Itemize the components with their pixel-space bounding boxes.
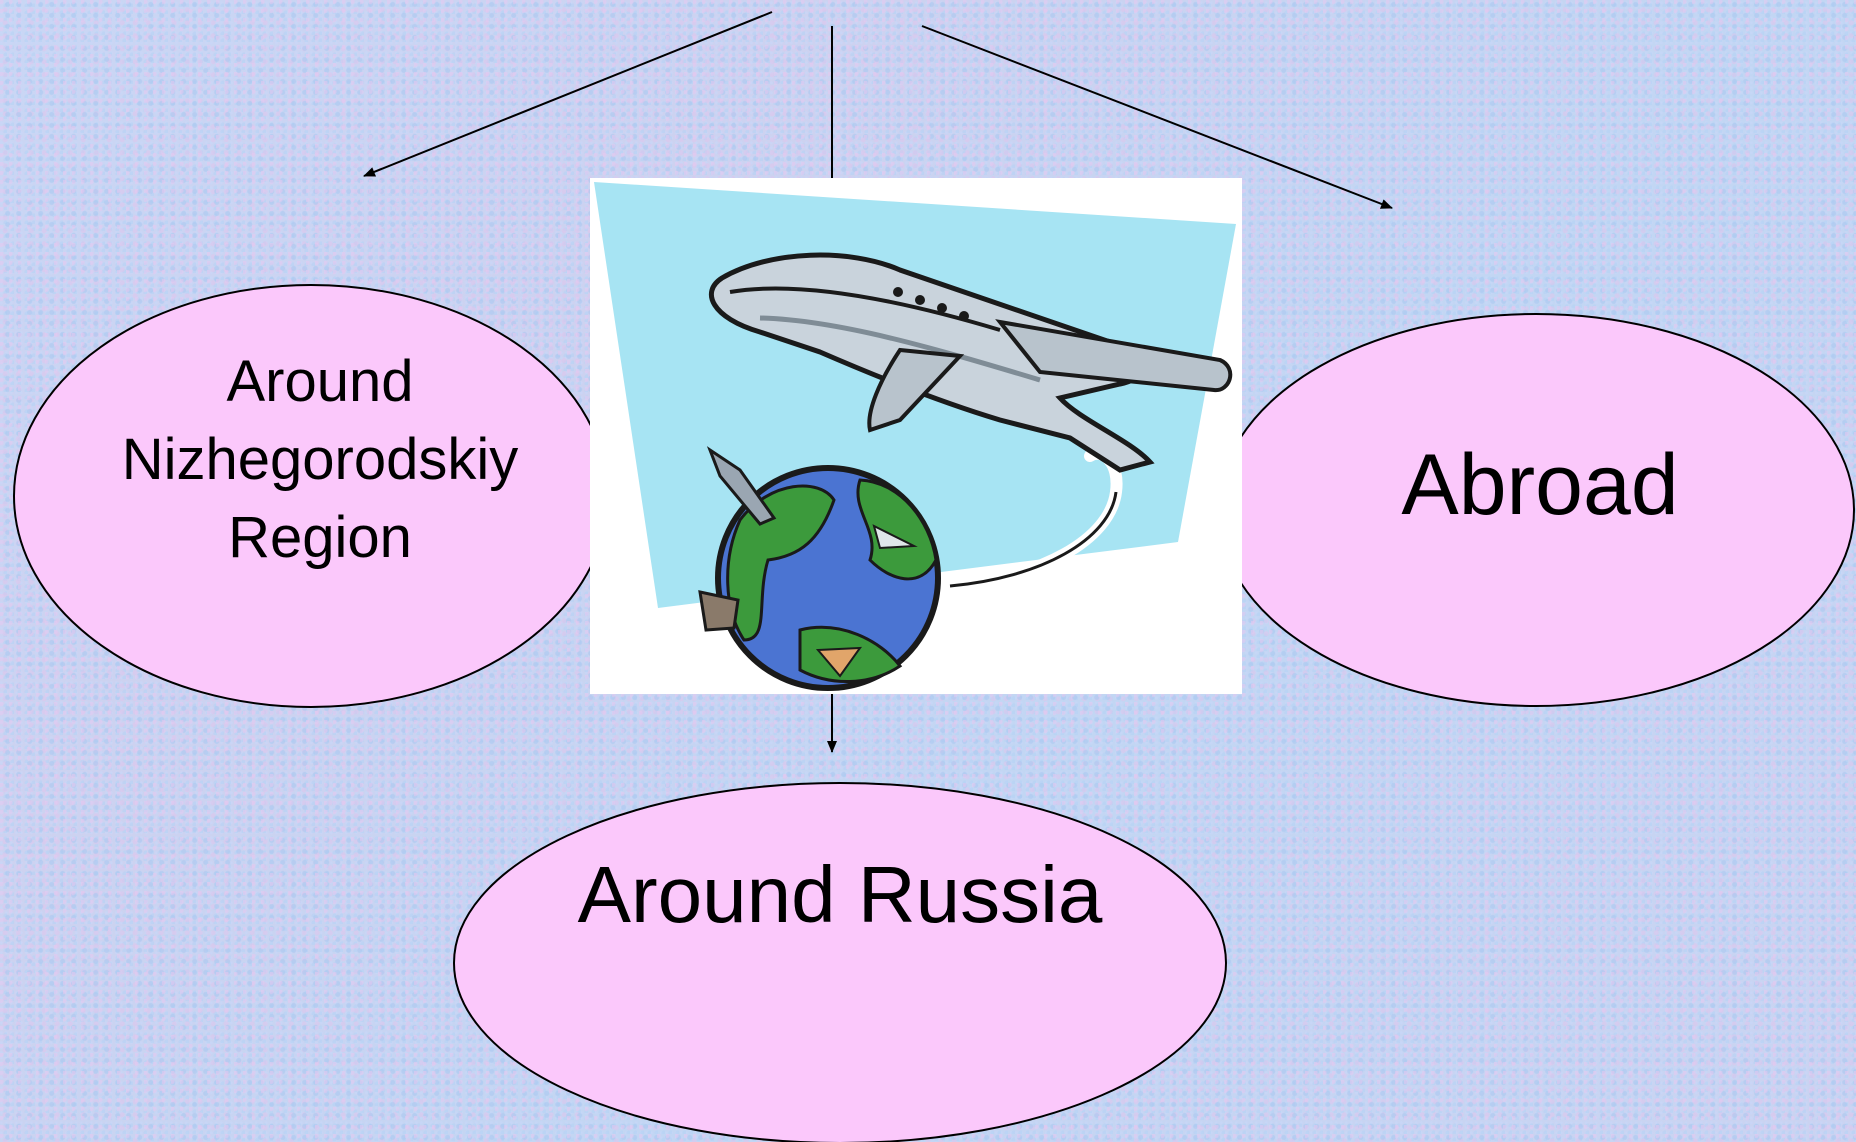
- russia-label: Around Russia: [577, 850, 1103, 939]
- russia-ellipse: [453, 782, 1227, 1142]
- arrow-to-abroad: [921, 25, 1393, 209]
- globe-icon: [698, 446, 941, 691]
- region-label-line3: Region: [228, 505, 412, 570]
- region-label-line2: Nizhegorodskiy: [121, 427, 519, 492]
- abroad-label: Abroad: [1401, 436, 1679, 533]
- region-label: Around Nizhegorodskiy Region: [60, 340, 580, 580]
- airplane-icon: [709, 252, 1233, 473]
- region-label-line1: Around: [226, 349, 414, 414]
- travel-clipart: [590, 178, 1242, 694]
- arrow-to-region: [363, 11, 773, 177]
